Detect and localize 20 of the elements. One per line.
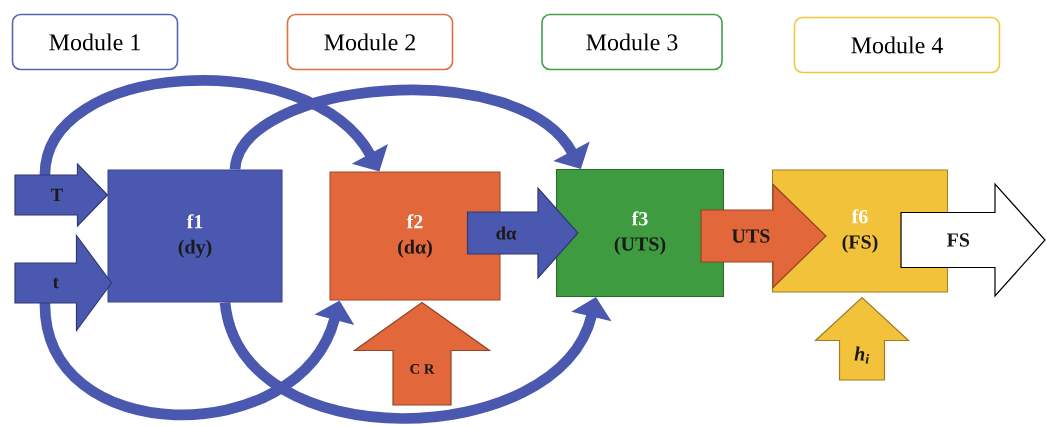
block-arrow: [700, 183, 827, 289]
edge-label: t: [52, 277, 59, 289]
block-arrow: [352, 301, 492, 406]
block-arrow: [14, 162, 109, 228]
module-label-box: Module 3: [541, 13, 723, 71]
edge-label: C R: [410, 364, 435, 374]
block-arrow: [813, 296, 911, 381]
block-arrow: [466, 186, 579, 280]
module-label-box: Module 1: [11, 13, 179, 71]
edge-label: T: [50, 188, 63, 202]
edge-label: FS: [946, 233, 970, 247]
function-box: f1 (dy): [107, 169, 283, 303]
edge-label: UTS: [731, 229, 770, 243]
module-label-box: Module 4: [793, 16, 1001, 74]
module-label-box: Module 2: [286, 13, 454, 71]
block-arrow: [14, 233, 113, 333]
curved-arrow: [229, 84, 590, 172]
edge-label: h$_{i}$: [854, 346, 870, 364]
function-box: f3 (UTS): [555, 168, 725, 298]
block-arrow: [900, 182, 1046, 298]
